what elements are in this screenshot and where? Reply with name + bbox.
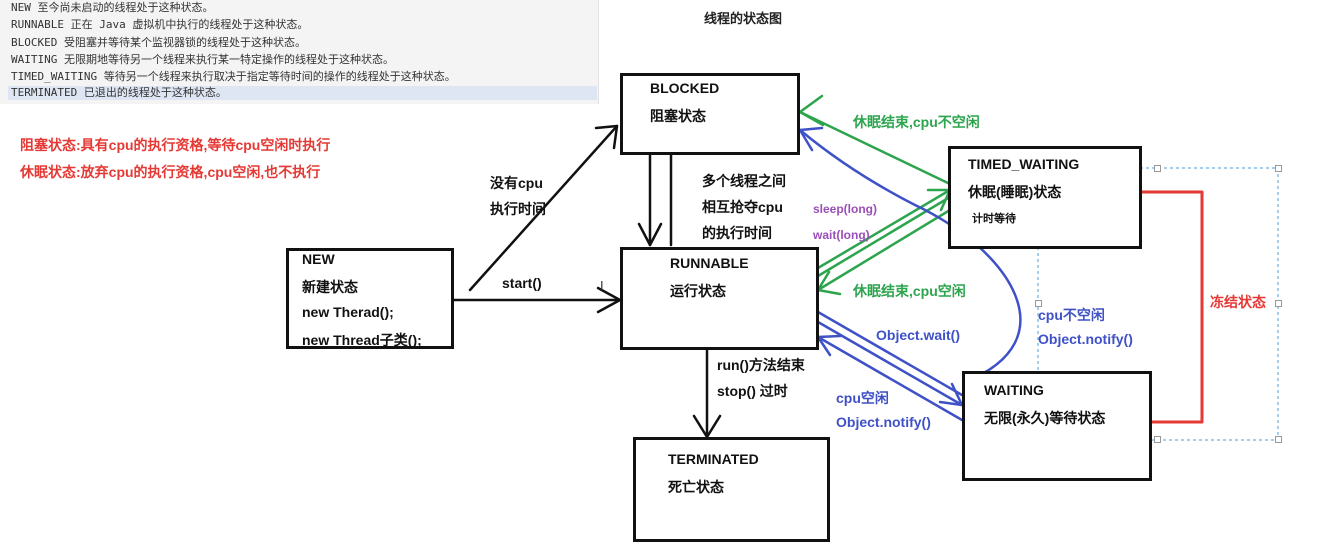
- state-terminated[interactable]: [633, 437, 830, 542]
- note-timed-waiting: TIMED_WAITING 等待另一个线程来执行取决于指定等待时间的操作的线程处…: [11, 70, 456, 83]
- label-no-cpu-1: 没有cpu: [490, 175, 543, 191]
- note-runnable: RUNNABLE 正在 Java 虚拟机中执行的线程处于这种状态。: [11, 18, 309, 31]
- diagram-title: 线程的状态图: [704, 11, 783, 26]
- state-new-line1: 新建状态: [302, 279, 358, 295]
- resize-handle-t[interactable]: [1154, 165, 1161, 172]
- state-new[interactable]: [286, 248, 454, 349]
- state-blocked-line1: 阻塞状态: [650, 108, 706, 124]
- text-cursor-icon: I: [600, 278, 604, 293]
- arrow-timed-waiting-to-blocked: [798, 94, 952, 186]
- label-sleep-end-free: 休眠结束,cpu空闲: [853, 283, 966, 299]
- state-runnable[interactable]: [620, 247, 819, 350]
- arrow-blocked-runnable: [637, 150, 673, 247]
- label-sleep-long: sleep(long): [813, 202, 878, 216]
- label-cpu-busy: cpu不空闲: [1038, 307, 1105, 323]
- label-sleep-end-busy: 休眠结束,cpu不空闲: [853, 114, 980, 130]
- arrow-new-to-runnable: [450, 286, 622, 314]
- label-compete-1: 多个线程之间: [702, 173, 786, 189]
- resize-handle-tr[interactable]: [1275, 165, 1282, 172]
- label-wait-long: wait(long): [813, 228, 870, 242]
- state-timed-waiting-line1: 休眠(睡眠)状态: [968, 184, 1062, 200]
- note-blocked: BLOCKED 受阻塞并等待某个监视器锁的线程处于这种状态。: [11, 36, 306, 49]
- sleeping-definition: 休眠状态:放弃cpu的执行资格,cpu空闲,也不执行: [20, 164, 321, 180]
- state-new-line2: new Therad();: [302, 304, 394, 320]
- state-new-name: NEW: [302, 251, 335, 267]
- state-timed-waiting-name: TIMED_WAITING: [968, 156, 1080, 172]
- label-compete-3: 的执行时间: [702, 225, 772, 241]
- label-notify-to-blocked: Object.notify(): [1038, 331, 1133, 347]
- resize-handle-br[interactable]: [1275, 436, 1282, 443]
- state-new-line3: new Thread子类();: [302, 332, 422, 348]
- state-waiting[interactable]: [962, 371, 1152, 481]
- state-terminated-name: TERMINATED: [668, 451, 759, 467]
- label-cpu-free: cpu空闲: [836, 390, 889, 406]
- state-timed-waiting[interactable]: [948, 146, 1142, 249]
- note-waiting: WAITING 无限期地等待另一个线程来执行某一特定操作的线程处于这种状态。: [11, 53, 394, 66]
- arrow-start-to-blocked: [468, 124, 619, 292]
- state-waiting-name: WAITING: [984, 382, 1044, 398]
- state-timed-waiting-line2: 计时等待: [972, 213, 1016, 225]
- label-start: start(): [502, 275, 542, 291]
- resize-handle-b[interactable]: [1154, 436, 1161, 443]
- state-terminated-line1: 死亡状态: [668, 479, 724, 495]
- state-waiting-line1: 无限(永久)等待状态: [984, 410, 1106, 426]
- label-run-end: run()方法结束: [717, 357, 805, 373]
- state-blocked[interactable]: [620, 73, 800, 155]
- label-notify-to-runnable: Object.notify(): [836, 414, 931, 430]
- label-object-wait: Object.wait(): [876, 327, 961, 343]
- resize-handle-r[interactable]: [1275, 300, 1282, 307]
- note-new: NEW 至今尚未启动的线程处于这种状态。: [11, 1, 214, 14]
- label-compete-2: 相互抢夺cpu: [702, 199, 783, 215]
- label-frozen-state: 冻结状态: [1210, 294, 1266, 310]
- label-no-cpu-2: 执行时间: [490, 201, 546, 217]
- state-runnable-name: RUNNABLE: [670, 255, 749, 271]
- state-notes-panel: NEW 至今尚未启动的线程处于这种状态。 RUNNABLE 正在 Java 虚拟…: [0, 0, 599, 104]
- blocked-definition: 阻塞状态:具有cpu的执行资格,等待cpu空闲时执行: [20, 137, 331, 153]
- resize-handle-l[interactable]: [1035, 300, 1042, 307]
- state-blocked-name: BLOCKED: [650, 80, 720, 96]
- state-runnable-line1: 运行状态: [670, 283, 726, 299]
- frozen-state-bracket: [1138, 190, 1204, 424]
- note-terminated: TERMINATED 已退出的线程处于这种状态。: [8, 86, 597, 100]
- label-stop: stop() 过时: [717, 383, 788, 399]
